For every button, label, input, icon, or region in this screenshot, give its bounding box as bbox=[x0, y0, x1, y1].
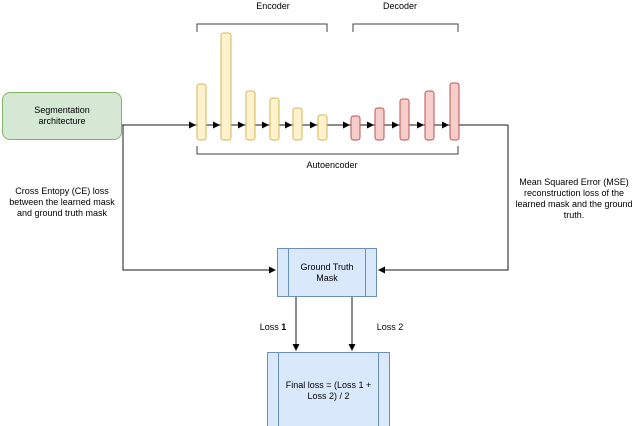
arrowhead-right-icon bbox=[310, 121, 317, 129]
arrowhead-right-icon bbox=[392, 121, 399, 129]
arrowhead-right-icon bbox=[442, 121, 449, 129]
segmentation-architecture-node: Segmentation architecture bbox=[2, 92, 122, 140]
decoder-layer-bar bbox=[399, 98, 410, 141]
decoder-layer-bar bbox=[350, 115, 361, 141]
loss1-word: Loss bbox=[259, 322, 279, 332]
decoder-layer-bar bbox=[449, 82, 460, 141]
encoder-bracket bbox=[196, 23, 328, 32]
decoder-bracket bbox=[352, 23, 459, 32]
arrowhead-right-icon bbox=[285, 121, 292, 129]
arrowhead-right-icon bbox=[367, 121, 374, 129]
autoencoder-bracket bbox=[196, 146, 459, 155]
loss1-label: Loss 1 bbox=[251, 322, 295, 333]
decoder-layer-bars bbox=[350, 82, 460, 141]
segmentation-architecture-label: Segmentation architecture bbox=[34, 105, 90, 126]
loss2-label: Loss 2 bbox=[376, 322, 404, 332]
process-stripe-right bbox=[365, 249, 376, 296]
encoder-layer-bar bbox=[196, 83, 207, 141]
arrowhead-right-icon bbox=[269, 266, 276, 274]
arrowhead-right-icon bbox=[343, 121, 350, 129]
encoder-layer-bars bbox=[196, 32, 328, 141]
ground-truth-mask-label: Ground Truth Mask bbox=[300, 261, 354, 283]
encoder-label: Encoder bbox=[256, 1, 290, 11]
final-loss-node: Final loss = (Loss 1 + Loss 2) / 2 bbox=[267, 352, 390, 426]
arrowhead-left-icon bbox=[378, 266, 385, 274]
encoder-layer-bar bbox=[317, 114, 328, 141]
mse-loss-connector bbox=[379, 125, 509, 271]
arrowhead-right-icon bbox=[189, 121, 196, 129]
loss1-number: 1 bbox=[281, 322, 287, 332]
ground-truth-mask-node: Ground Truth Mask bbox=[277, 248, 377, 297]
mse-loss-annotation: Mean Squared Error (MSE) reconstruction … bbox=[515, 177, 633, 220]
process-stripe-right bbox=[378, 353, 389, 426]
process-stripe-left bbox=[278, 249, 289, 296]
arrowhead-down-icon bbox=[292, 344, 300, 351]
arrowhead-down-icon bbox=[348, 344, 356, 351]
arrowhead-right-icon bbox=[417, 121, 424, 129]
arrowhead-right-icon bbox=[262, 121, 269, 129]
autoencoder-label: Autoencoder bbox=[306, 160, 358, 170]
encoder-layer-bar bbox=[245, 90, 256, 141]
encoder-layer-bar bbox=[292, 107, 303, 141]
encoder-layer-bar bbox=[269, 97, 280, 141]
final-loss-label: Final loss = (Loss 1 + Loss 2) / 2 bbox=[285, 380, 372, 401]
flow-arrowheads bbox=[189, 121, 449, 351]
encoder-layer-bar bbox=[220, 32, 232, 141]
ce-loss-annotation: Cross Entopy (CE) loss between the learn… bbox=[9, 186, 115, 218]
decoder-layer-bar bbox=[424, 90, 435, 141]
decoder-label: Decoder bbox=[382, 1, 418, 11]
decoder-layer-bar bbox=[374, 107, 385, 141]
ce-loss-connector bbox=[122, 125, 275, 271]
arrowhead-right-icon bbox=[238, 121, 245, 129]
process-stripe-left bbox=[268, 353, 279, 426]
arrowhead-right-icon bbox=[213, 121, 220, 129]
